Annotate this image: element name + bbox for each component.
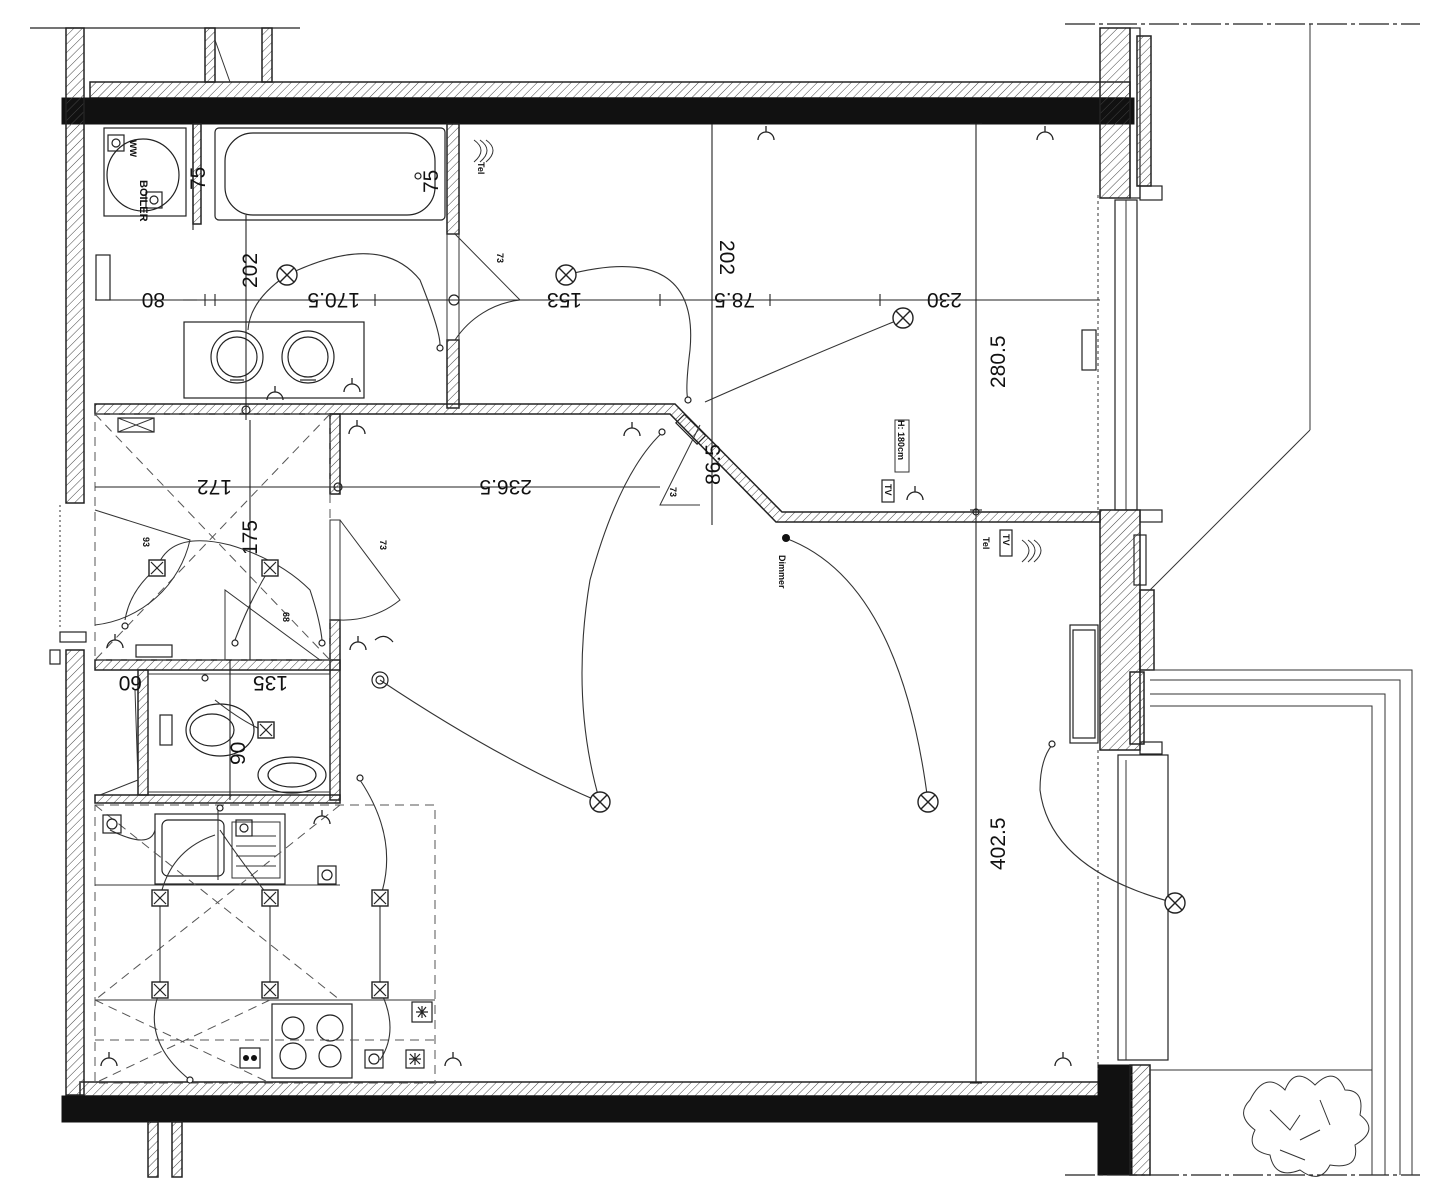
switches (121, 344, 1056, 1084)
plant-icon (1243, 1075, 1370, 1177)
dim-170-5: 170.5 (307, 288, 360, 311)
dim-73-bath-door: 73 (495, 253, 505, 263)
bottom-wall (61, 1064, 1420, 1178)
tv-tel-outlets: TV H: 180cm TV Tel Tel (473, 139, 1042, 563)
toilet (147, 673, 331, 794)
dimmer-switch: Dimmer (777, 534, 790, 589)
right-wall (1069, 24, 1311, 1176)
lamp-icon (589, 791, 611, 813)
dim-202-right: 202 (715, 240, 738, 275)
dim-402-5: 402.5 (987, 817, 1010, 870)
boiler-label: BOILER (137, 180, 149, 222)
dimension-labels: 80 170.5 153 78.5 230 202 202 75 75 73 2… (119, 167, 1010, 870)
lamp-icon (1164, 892, 1186, 914)
kitchen-sink (154, 813, 286, 885)
dim-135: 135 (253, 671, 288, 694)
spot-icon (371, 889, 389, 907)
dim-80: 80 (142, 288, 165, 311)
dim-73-diag: 73 (668, 487, 678, 497)
outlet-icon (100, 1051, 118, 1067)
outlet-icon (106, 633, 124, 649)
dim-60: 60 (119, 671, 142, 694)
outlet-icon (349, 635, 367, 651)
tel-label-lower: Tel (981, 537, 991, 549)
doors (94, 233, 701, 796)
outlet-icon (444, 1051, 462, 1067)
dim-236-5: 236.5 (479, 475, 532, 498)
dim-153: 153 (547, 288, 582, 311)
lamp-icon (892, 307, 914, 329)
left-wall (49, 27, 87, 1096)
dim-73-hall: 73 (378, 540, 388, 550)
outlet-icon (313, 809, 331, 825)
boiler: BOILER WW (103, 127, 187, 222)
tv-label-lower: TV (1001, 534, 1011, 546)
spot-icon (151, 889, 169, 907)
spot-lights (148, 559, 389, 999)
balcony (1150, 669, 1413, 1177)
radiator-left (95, 254, 111, 301)
outlet-icon (348, 419, 366, 435)
stove (271, 1003, 353, 1079)
outlet-icon (757, 125, 775, 141)
dim-230: 230 (927, 288, 962, 311)
dim-280-5: 280.5 (987, 335, 1010, 388)
appliance-symbols (102, 635, 433, 1069)
kitchen-counter (94, 804, 436, 1084)
double-sink (183, 321, 365, 399)
tel-label-upper: Tel (476, 162, 486, 174)
dim-75-bath: 75 (420, 170, 443, 193)
lamp-icon (555, 264, 577, 286)
antenna-icon (1021, 539, 1042, 563)
dim-175: 175 (239, 520, 262, 555)
outlet-icon (906, 485, 924, 501)
spot-icon (261, 981, 279, 999)
dimmer-label: Dimmer (777, 555, 787, 589)
dim-93: 93 (141, 537, 151, 547)
outlet-icon (1036, 125, 1054, 141)
dimension-lines (95, 123, 1100, 1084)
height-note: H: 180cm (896, 420, 906, 460)
dim-68: 68 (281, 612, 291, 622)
outlet-icon (623, 421, 641, 437)
spot-icon (261, 559, 279, 577)
spot-icon (148, 559, 166, 577)
dim-202-left: 202 (239, 253, 262, 288)
outlet-icon (343, 377, 361, 393)
ww-label: WW (128, 140, 138, 157)
wardrobe (94, 413, 331, 661)
tv-label-upper: TV (883, 484, 893, 496)
spot-icon (261, 889, 279, 907)
dim-75-boiler: 75 (187, 167, 210, 190)
outlet-icon (1054, 1051, 1072, 1067)
dim-90: 90 (227, 742, 250, 765)
spot-icon (151, 981, 169, 999)
spot-icon (257, 721, 275, 739)
top-wall (30, 23, 1420, 125)
dim-78-5: 78.5 (714, 288, 755, 311)
dim-172: 172 (197, 475, 232, 498)
ceiling-lamps (276, 264, 1186, 914)
antenna-icon (473, 139, 494, 163)
lamp-icon (917, 791, 939, 813)
spot-icon (371, 981, 389, 999)
lamp-icon (276, 264, 298, 286)
dim-86-5: 86.5 (702, 444, 725, 485)
bathtub (214, 127, 446, 221)
